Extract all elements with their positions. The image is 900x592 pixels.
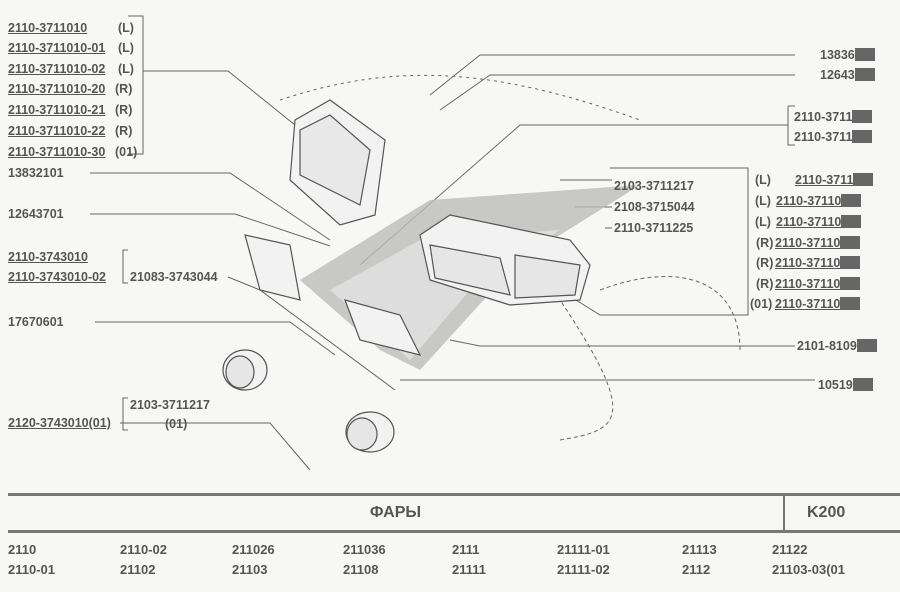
part-number-link[interactable]: 2110-3711010-22 xyxy=(8,124,106,138)
model: 21113 xyxy=(682,542,717,557)
redaction xyxy=(852,130,873,143)
fog-bracket-label: 21083-3743044 xyxy=(130,270,218,284)
model: 21108 xyxy=(343,562,379,577)
bulb-label: 2110-3711225 xyxy=(614,221,694,235)
bolt-label: 17670601 xyxy=(8,315,64,329)
redaction xyxy=(854,68,875,81)
part-label: 12643 xyxy=(820,68,875,82)
part-number-link[interactable]: 2110-3711010-01 xyxy=(8,41,106,55)
side-label: (R) xyxy=(756,236,774,250)
part-number-link[interactable]: 2110-37110 xyxy=(776,215,862,229)
side-label: (01) xyxy=(115,145,138,159)
model: 21111-01 xyxy=(557,542,610,557)
part-number-link[interactable]: 2110-3711010 xyxy=(8,21,88,35)
part-number-link[interactable]: 2110-3711010-02 xyxy=(8,62,106,76)
side-label: (L) xyxy=(118,41,134,55)
model: 21103 xyxy=(232,562,268,577)
model: 2110 xyxy=(8,542,37,557)
bulb-note: (01) xyxy=(165,417,188,431)
redaction xyxy=(854,48,875,61)
side-label: (R) xyxy=(756,256,774,270)
side-label: (L) xyxy=(755,194,771,208)
nut-label: 10519 xyxy=(818,378,873,392)
model: 21103-03(01 xyxy=(772,562,846,577)
part-number-link[interactable]: 2110-37110 xyxy=(775,297,861,311)
fog-lamp-01-link[interactable]: 2120-3743010(01) xyxy=(8,416,111,430)
model: 211036 xyxy=(343,542,386,557)
section-code: K200 xyxy=(807,504,846,521)
part-number-link[interactable]: 2110-3711010-21 xyxy=(8,103,106,117)
model: 2110-01 xyxy=(8,562,55,577)
model: 21102 xyxy=(120,562,156,577)
side-label: (L) xyxy=(755,173,771,187)
model: 21122 xyxy=(772,542,808,557)
side-label: (R) xyxy=(756,277,774,291)
side-label: (L) xyxy=(755,215,771,229)
part-label: 13836 xyxy=(820,48,875,62)
part-label: 2110-3711 xyxy=(794,110,873,124)
fog-lamp-link[interactable]: 2110-3743010 xyxy=(8,250,88,264)
side-label: (L) xyxy=(118,21,134,35)
part-number-link[interactable]: 2110-37110 xyxy=(775,236,861,250)
corrector-label: 2101-8109 xyxy=(797,339,877,353)
washer-label: 12643701 xyxy=(8,207,64,221)
bulb-label: 2103-3711217 xyxy=(130,398,210,412)
model: 2111 xyxy=(452,542,480,557)
side-label: (L) xyxy=(118,62,134,76)
redaction xyxy=(856,339,877,352)
model: 2110-02 xyxy=(120,542,167,557)
model: 2112 xyxy=(682,562,711,577)
model: 211026 xyxy=(232,542,275,557)
redaction xyxy=(852,378,873,391)
model: 21111-02 xyxy=(557,562,610,577)
side-label: (R) xyxy=(115,124,133,138)
bulb-label: 2103-3711217 xyxy=(614,179,694,193)
part-number-link[interactable]: 2110-3711010-20 xyxy=(8,82,106,96)
bulb-label: 2108-3715044 xyxy=(614,200,695,214)
part-number-link[interactable]: 2110-37110 xyxy=(776,194,862,208)
screw-label: 13832101 xyxy=(8,166,64,180)
part-number-link[interactable]: 2110-3711010-30 xyxy=(8,145,106,159)
redaction xyxy=(852,110,873,123)
part-number-link[interactable]: 2110-3711 xyxy=(795,173,874,187)
section-title: ФАРЫ xyxy=(369,504,422,521)
side-label: (01) xyxy=(750,297,773,311)
model: 21111 xyxy=(452,562,486,577)
part-number-link[interactable]: 2110-37110 xyxy=(775,277,861,291)
side-label: (R) xyxy=(115,103,133,117)
fog-lamp-link[interactable]: 2110-3743010-02 xyxy=(8,270,107,284)
section-title-box: ФАРЫ xyxy=(8,493,783,533)
side-label: (R) xyxy=(115,82,133,96)
section-code-box: K200 xyxy=(783,493,900,533)
part-label: 2110-3711 xyxy=(794,130,873,144)
part-number-link[interactable]: 2110-37110 xyxy=(775,256,861,270)
